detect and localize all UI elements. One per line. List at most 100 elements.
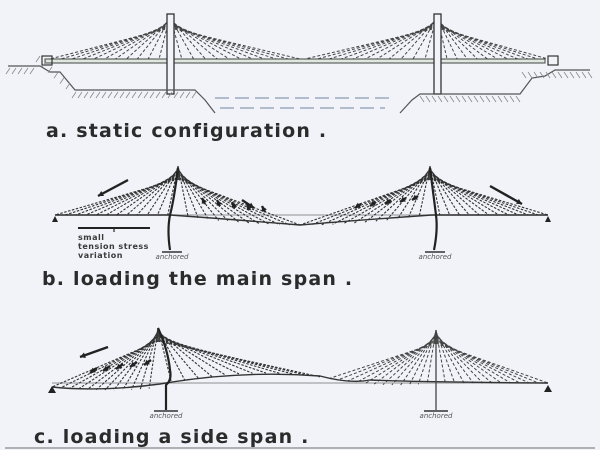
ground-hatch [89,91,95,99]
panel-b-cable-arrow-small-head [248,202,254,208]
panel-c-stay-cable-left [87,335,159,390]
panel-a-ground-hatching [5,55,593,103]
ground-hatch [509,95,515,103]
panel-c-stay-cable-left [426,329,437,384]
panel-b-cable-arrow-head [412,194,418,200]
ground-hatch [143,91,149,99]
panel-b-stay-cable-right [429,177,539,216]
ground-hatch [479,95,485,103]
ground-hatch [563,71,569,79]
ground-hatch [191,91,197,99]
panel-a-stay-cable-right [436,19,478,60]
panel-b-deck [55,214,548,226]
panel-b-left-pylon [167,167,180,251]
ground-hatch [11,67,17,75]
panel-b-backstay-arrow-left [97,178,129,198]
panel-b-cable-arrow-head [385,198,391,204]
ground-hatch [527,71,533,79]
ground-hatch [185,91,191,99]
panel-b-right-support [545,216,551,222]
panel-b-stay-cable-left [353,172,431,224]
ground-hatch [83,91,89,99]
panel-b-cable-arrow-head [400,196,406,202]
panel-b-stay-cable-right [177,178,301,226]
panel-a-stay-cable-right [169,22,253,60]
panel-a-stay-cable-left [60,26,171,60]
ground-hatch [179,91,185,99]
panel-a-cables [49,15,549,60]
panel-b-left-support [52,216,58,222]
ground-hatch [539,71,545,79]
panel-a-stay-cable-left [304,27,438,60]
panel-b-stay-cable-left [397,168,431,220]
panel-c-stay-cable-left [139,329,159,390]
ground-hatch [575,71,581,79]
ground-hatch [41,61,47,68]
panel-b-stay-cable-right [429,170,480,216]
ground-hatch [443,95,449,103]
ground-hatch [119,91,125,99]
ground-hatch [581,71,587,79]
panel-a-right-bank [399,69,590,114]
panel-b-stay-cable-right [429,175,519,216]
panel-a-stay-cable-right [169,23,265,60]
ground-hatch [473,95,479,103]
panel-a-left-pylon [166,13,175,95]
panel-b-backstay-arrow-right [489,184,523,206]
ground-hatch [461,95,467,103]
annotation-line-1: small [78,233,104,242]
panel-static-configuration: a. static configuration . [5,13,593,142]
ground-hatch [161,91,167,99]
panel-b-stay-cable-left [126,170,179,216]
panel-c-stay-cable-left [365,337,437,384]
ground-hatch [521,71,527,79]
annotation-line-2: tension stress [78,242,149,251]
panel-b-cables [54,165,549,226]
panel-a-stay-cable-right [169,19,218,60]
panel-b-cable-arrow-head [201,198,207,204]
panel-c-stay-cable-left [329,342,437,379]
panel-c-stay-cable-right [157,333,240,375]
panel-b-tension-arrows [97,178,523,213]
panel-c-stay-cable-right [157,330,199,379]
panel-c-stay-cable-right [157,340,321,378]
panel-a-stay-cable-right [436,26,539,60]
panel-b-cable-arrow-head [216,200,222,206]
panel-c-stay-cable-right [435,331,456,384]
ground-hatch [155,91,161,99]
ground-hatch [59,77,65,84]
panel-a-stay-cable-left [388,19,438,60]
panel-b-cable-arrow-head [370,200,376,206]
ground-hatch [437,95,443,103]
ground-hatch [455,95,461,103]
ground-hatch [47,66,53,74]
ground-hatch [125,91,131,99]
panel-c-right-support [544,385,552,392]
ground-hatch [149,91,155,99]
ground-hatch [485,95,491,103]
panel-b-cable-arrow-head [231,202,237,208]
ground-hatch [107,91,113,99]
panel-b-stay-cable-left [95,173,179,216]
caption-a: a. static configuration . [46,120,327,142]
ground-hatch [5,67,11,75]
panel-b-stay-cable-right [177,177,291,226]
panel-c-cable-arrow-head [144,359,150,365]
annotation-line-3: variation [78,251,123,260]
panel-a-deck [44,58,546,64]
ground-hatch [515,95,521,103]
panel-a-stay-cable-right [169,25,277,60]
panel-c-stay-cable-right [435,337,511,384]
ground-hatch [35,55,41,63]
ground-hatch [587,71,593,79]
panel-a-stay-cable-right [436,27,549,60]
panel-c-stay-cable-left [356,339,437,383]
ground-hatch [17,67,23,75]
panel-c-stay-cable-right [435,329,446,384]
ground-hatch [131,91,137,99]
panel-c-left-ground-label: anchored [150,412,183,420]
ground-hatch [497,95,503,103]
panel-a-stay-cable-left [71,25,171,60]
panel-b-right-pylon [428,167,438,251]
